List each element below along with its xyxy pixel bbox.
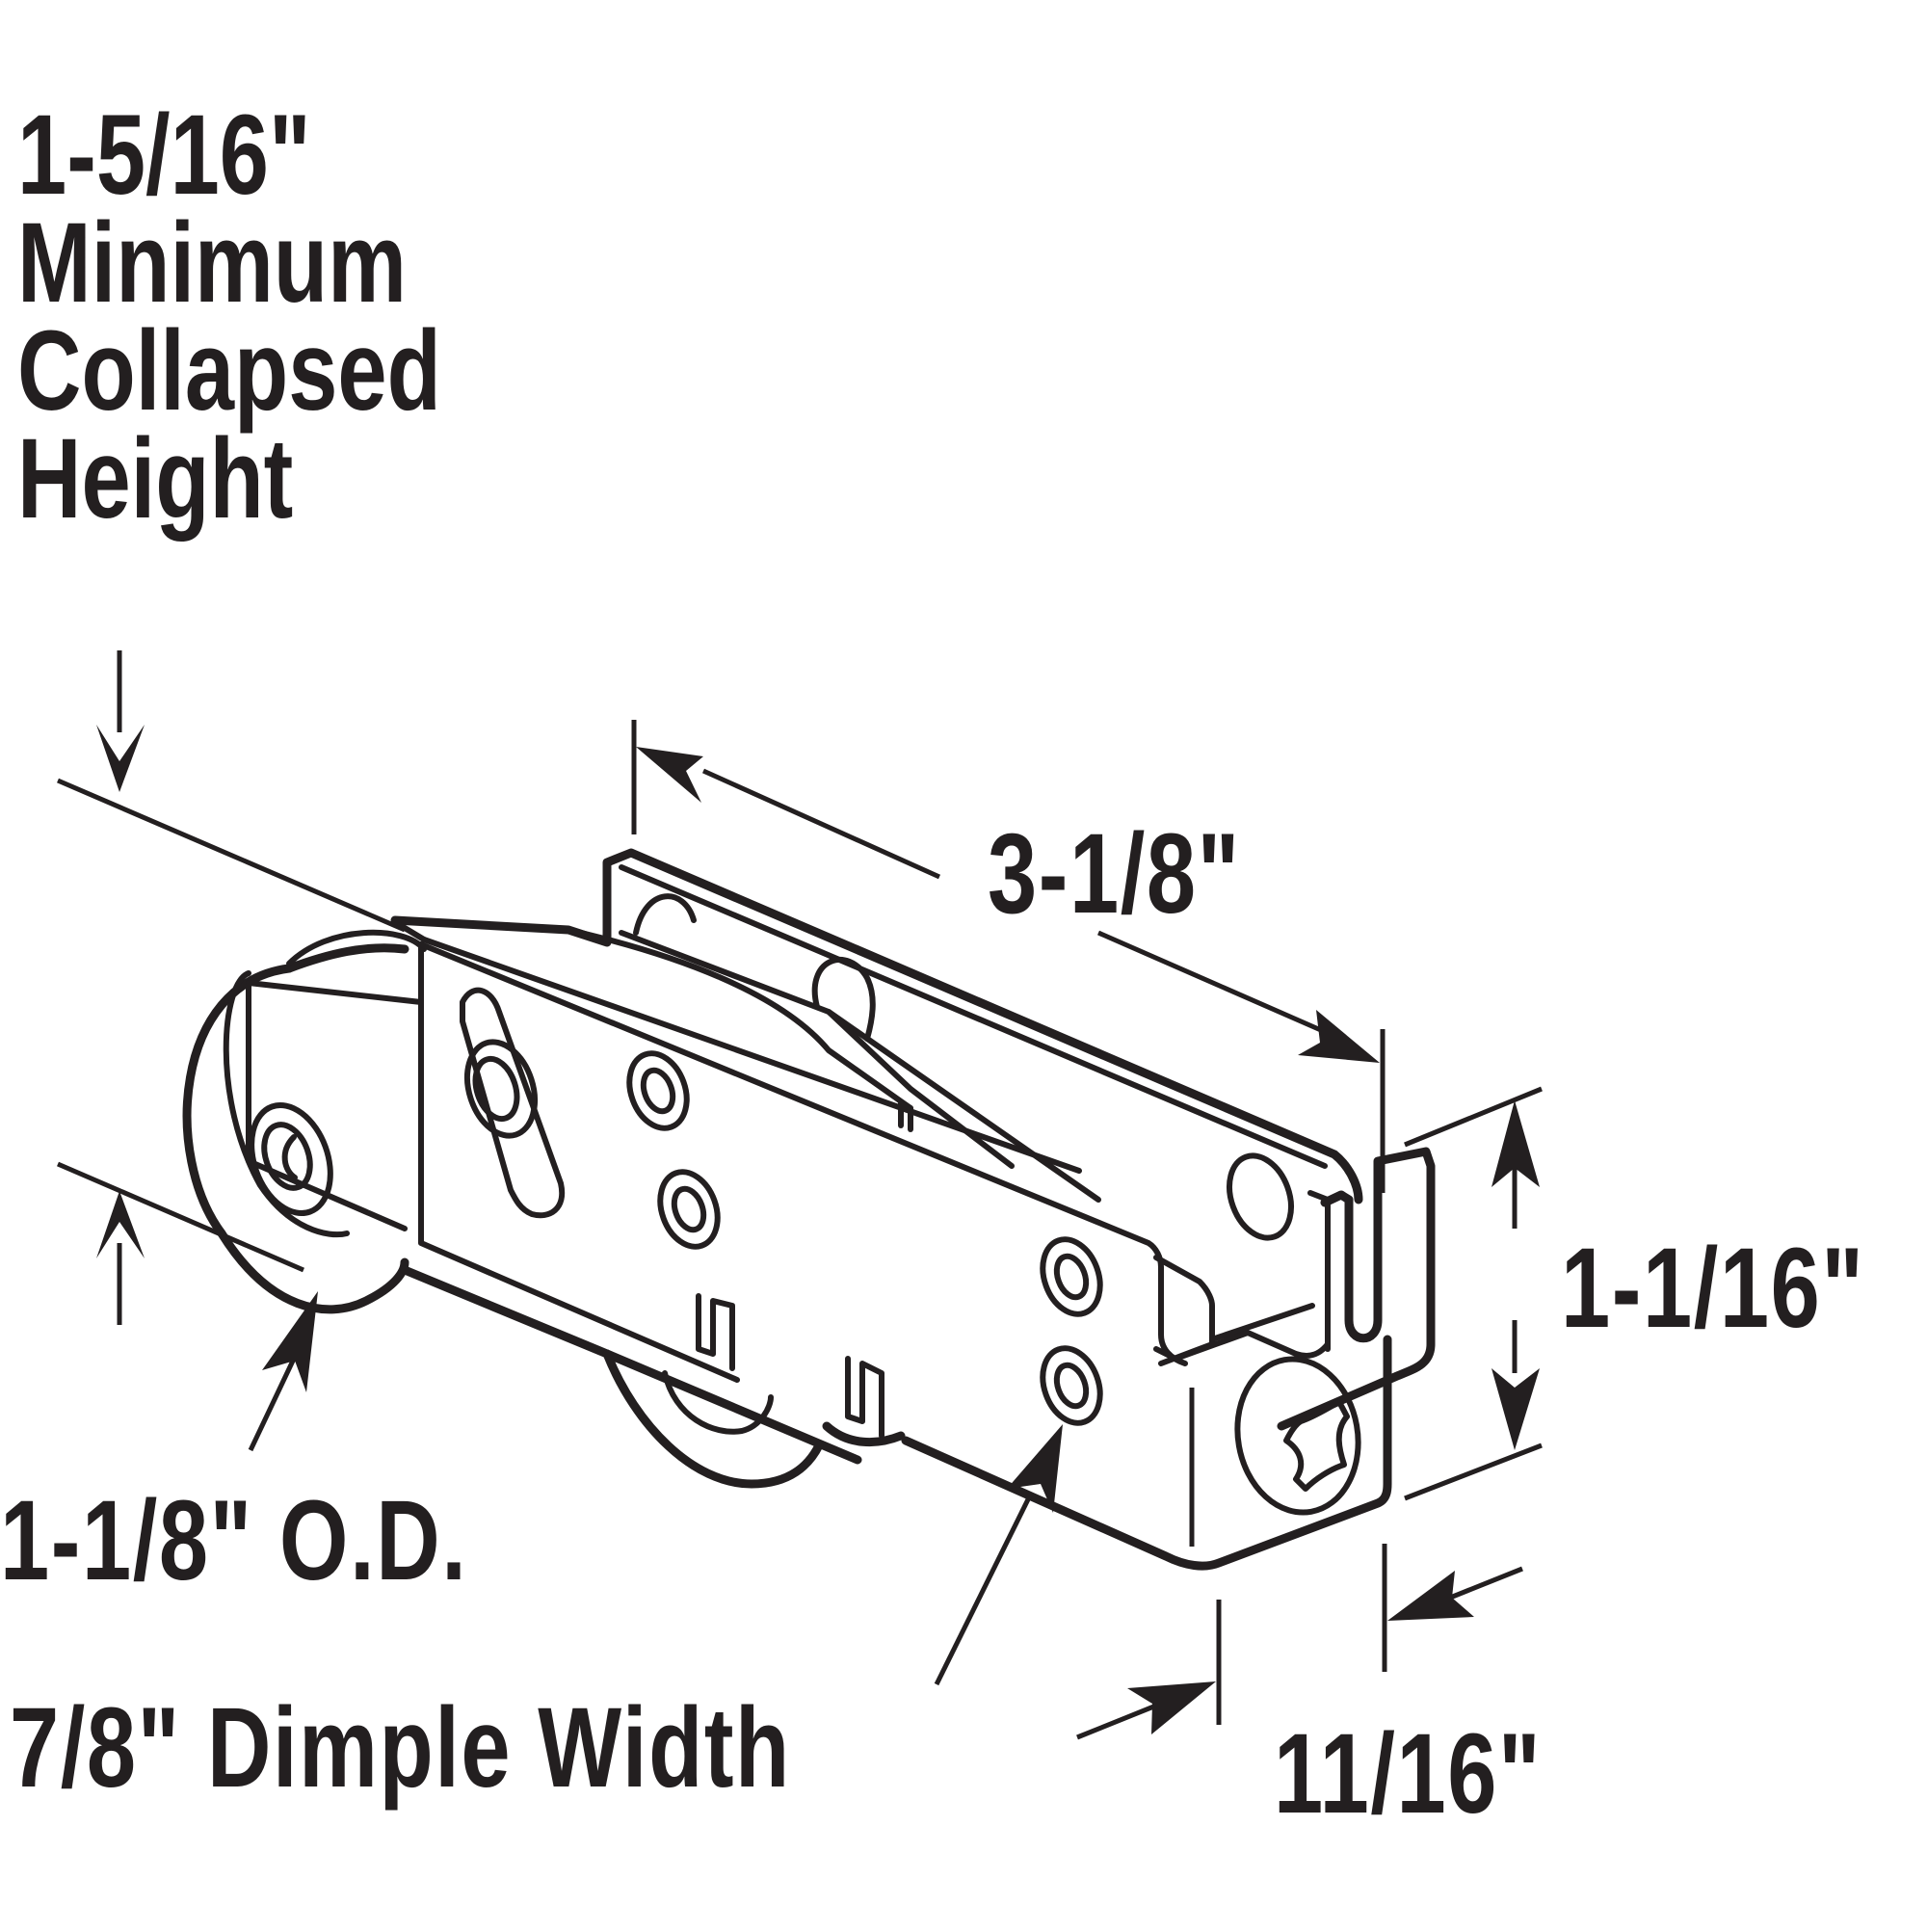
length-label: 3-1/8" bbox=[988, 810, 1241, 938]
wheel-od-label: 1-1/8" O.D. bbox=[0, 1477, 468, 1604]
height-dimension bbox=[1404, 1086, 1543, 1501]
width-dimension bbox=[1076, 1544, 1523, 1740]
right-end-bracket bbox=[1153, 1147, 1436, 1547]
collapsed-height-line-4: Height bbox=[17, 415, 294, 543]
height-label: 1-1/16" bbox=[1561, 1225, 1865, 1352]
collapsed-height-line-2: Minimum bbox=[17, 199, 407, 327]
bottom-wheel bbox=[602, 1349, 906, 1489]
collapsed-height-dimension bbox=[57, 650, 406, 1325]
collapsed-height-value: 1-5/16" bbox=[17, 92, 311, 219]
wheel-od-leader bbox=[248, 1291, 318, 1452]
dimple-width-label: 7/8" Dimple Width bbox=[10, 1684, 791, 1812]
length-dimension bbox=[631, 720, 1386, 1193]
dimple-width-leader bbox=[934, 1424, 1063, 1686]
collapsed-height-line-3: Collapsed bbox=[17, 307, 441, 435]
collapsed-height-label: 1-5/16" Minimum Collapsed Height bbox=[17, 92, 441, 543]
width-label: 11/16" bbox=[1274, 1710, 1543, 1838]
